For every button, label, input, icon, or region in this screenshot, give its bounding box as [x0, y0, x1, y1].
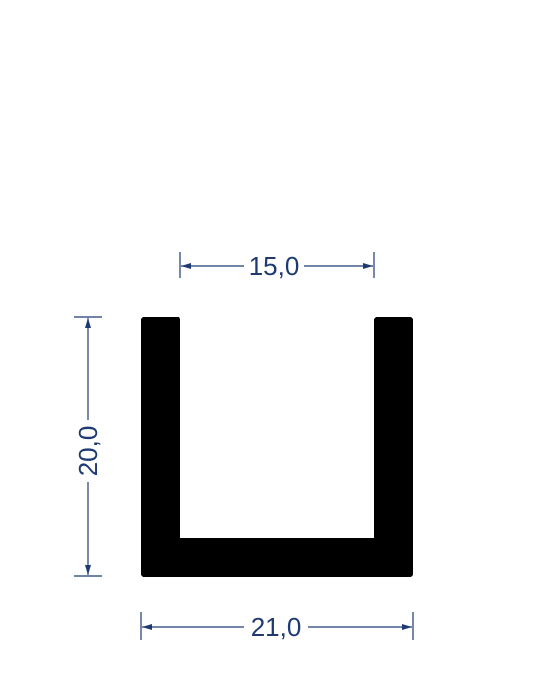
inner-width-label: 15,0 — [249, 251, 300, 281]
outer-width-dimension: 21,0 — [140, 612, 414, 642]
outer-width-label: 21,0 — [251, 612, 302, 642]
u-channel-profile — [141, 317, 413, 577]
inner-width-dimension: 15,0 — [179, 251, 375, 281]
height-label: 20,0 — [73, 426, 103, 477]
height-dimension: 20,0 — [73, 316, 103, 577]
